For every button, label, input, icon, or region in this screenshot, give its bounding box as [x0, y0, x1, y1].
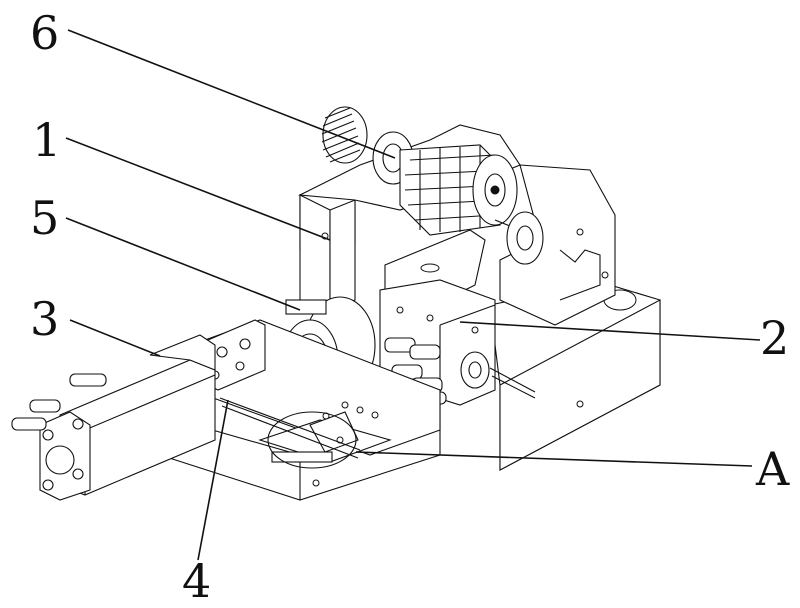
- leader-lines: [65, 29, 761, 561]
- label-2: 2: [760, 311, 790, 365]
- leader-6: [67, 29, 396, 159]
- label-a: A: [756, 442, 790, 496]
- mount-block: [207, 319, 266, 391]
- right-support-plate: [499, 164, 616, 326]
- label-6: 6: [30, 6, 60, 60]
- leader-2: [459, 321, 761, 341]
- feed-roller: [399, 144, 544, 265]
- label-5: 5: [30, 191, 60, 245]
- label-4: 4: [182, 554, 212, 608]
- leader-4: [197, 399, 229, 561]
- leader-a: [355, 451, 753, 467]
- air-cylinder: [11, 334, 216, 501]
- leader-3: [69, 319, 161, 357]
- leader-5: [65, 217, 301, 311]
- label-3: 3: [30, 292, 60, 346]
- leader-1: [65, 137, 331, 241]
- label-1: 1: [32, 113, 62, 167]
- detail-circle-a: [267, 411, 357, 469]
